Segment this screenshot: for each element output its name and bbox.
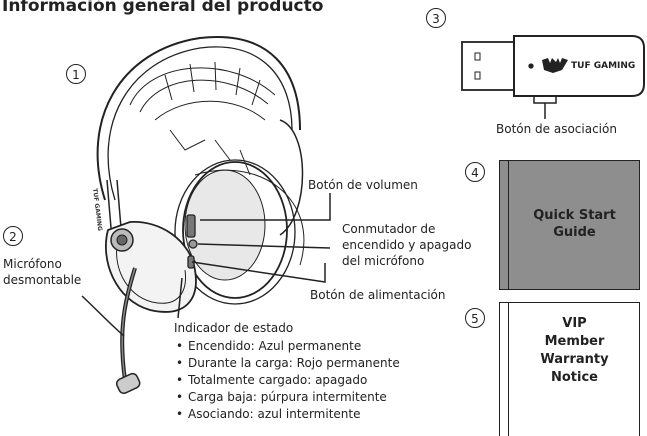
callout-2: 2 [3,226,23,246]
warranty-line-4: Notice [550,370,598,385]
warranty-line-2: Member [544,334,605,349]
status-item: Durante la carga: Rojo permanente [176,355,400,372]
status-item: Asociando: azul intermitente [176,406,400,423]
quick-start-line-1: Quick Start [533,208,616,223]
mic-label-1: Micrófono [3,257,62,271]
status-item: Totalmente cargado: apagado [176,372,400,389]
mic-label-2: desmontable [3,273,82,287]
mic-switch-label-1: Conmutador de [342,222,436,236]
quick-start-line-2: Guide [553,225,596,240]
status-item: Carga baja: púrpura intermitente [176,389,400,406]
power-button-label: Botón de alimentación [310,288,446,302]
tuf-logo-icon [542,58,568,73]
warranty-notice: VIP Member Warranty Notice [499,302,640,436]
status-list: Encendido: Azul permanente Durante la ca… [176,338,400,423]
callout-3: 3 [426,8,446,28]
mic-switch-label-2: encendido y apagado [342,238,472,252]
callout-5: 5 [465,308,485,328]
warranty-line-1: VIP [562,316,587,331]
callout-1: 1 [66,64,86,84]
dongle-brand: TUF GAMING [571,61,636,71]
callout-4: 4 [465,162,485,182]
pair-button-label: Botón de asociación [496,122,617,136]
status-item: Encendido: Azul permanente [176,338,400,355]
status-indicator-title: Indicador de estado [174,321,294,335]
mic-switch-label-3: del micrófono [342,254,425,268]
quick-start-guide: Quick Start Guide [499,160,640,290]
volume-button-label: Botón de volumen [308,178,418,192]
page-title: Información general del producto [2,0,324,16]
warranty-line-3: Warranty [540,352,609,367]
